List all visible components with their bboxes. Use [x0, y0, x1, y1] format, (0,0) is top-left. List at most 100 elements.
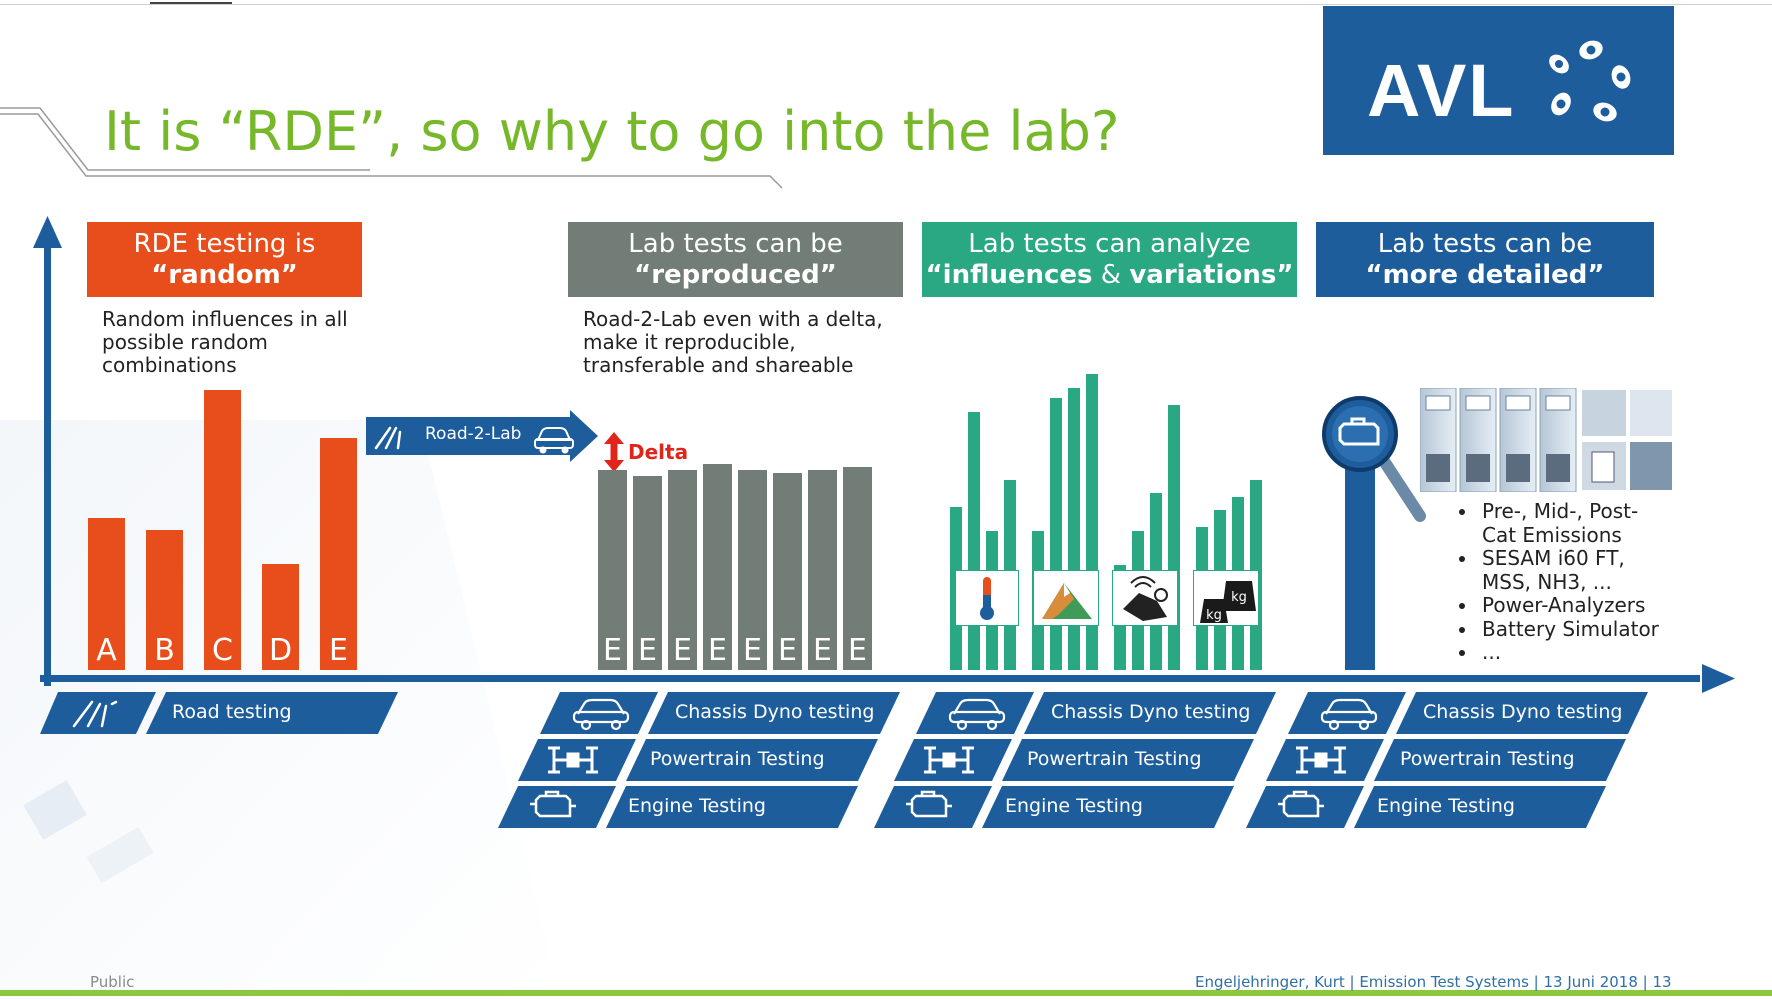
header-influences-amp: &: [1092, 260, 1130, 290]
chassis-dyno-icon: [1320, 698, 1378, 731]
influence-bar: [1068, 388, 1080, 670]
avl-logo-mark-icon: [1549, 40, 1631, 122]
testbeds-influences: [874, 692, 1276, 828]
avl-logo: AVL: [1323, 6, 1674, 155]
description-reproduced: Road-2-Lab even with a delta, make it re…: [583, 308, 883, 377]
engine-icon: [530, 790, 576, 818]
bullet-sesam: SESAM i60 FT, MSS, NH3, ...: [1478, 546, 1637, 594]
header-reproduced-line1: Lab tests can be: [628, 229, 843, 259]
header-random-line2: “random”: [151, 260, 298, 290]
road-icon: [72, 700, 118, 728]
header-detailed: Lab tests can be “more detailed”: [1316, 222, 1654, 297]
powertrain-label: Powertrain Testing: [1400, 748, 1575, 770]
lab-bar-label: E: [813, 633, 832, 668]
powertrain-label: Powertrain Testing: [1027, 748, 1202, 770]
chassis-dyno-icon: [572, 698, 630, 731]
lab-bar: E: [738, 470, 767, 670]
lab-bar: E: [703, 464, 732, 670]
bullet-battery-simulator: Battery Simulator: [1478, 617, 1667, 642]
testbeds-detailed: [1246, 692, 1648, 828]
chassis-dyno-label: Chassis Dyno testing: [1423, 701, 1623, 723]
thermometer-icon: [955, 570, 1019, 626]
header-reproduced: Lab tests can be “reproduced”: [568, 222, 903, 297]
road2lab-arrow: [366, 410, 598, 462]
powertrain-label: Powertrain Testing: [650, 748, 825, 770]
description-random-line: Random influences in all: [102, 307, 348, 331]
driver-icon: [1112, 570, 1178, 626]
lab-bar-label: E: [778, 633, 797, 668]
lab-bar-label: E: [638, 633, 657, 668]
lab-bar-label: E: [708, 633, 727, 668]
chassis-dyno-label: Chassis Dyno testing: [1051, 701, 1251, 723]
lab-bar: E: [633, 476, 662, 670]
car-icon: [534, 427, 574, 454]
delta-label: Delta: [628, 440, 689, 464]
description-reproduced-line: transferable and shareable: [583, 353, 854, 377]
road2lab-label: Road-2-Lab: [425, 424, 522, 444]
lab-bar-label: E: [743, 633, 762, 668]
altitude-icon: [1033, 570, 1099, 626]
page-title: It is “RDE”, so why to go into the lab?: [104, 100, 1120, 163]
equipment-small-photos: [1582, 390, 1672, 490]
detail-bullet-list: Pre-, Mid-, Post-Cat Emissions SESAM i60…: [1452, 499, 1667, 665]
footer-classification: Public: [90, 973, 135, 991]
rde-bar-label: A: [96, 633, 117, 668]
bullet-more: ...: [1478, 640, 1667, 665]
svg-text:kg: kg: [1206, 608, 1222, 623]
testbeds-reproduced: [498, 692, 900, 828]
svg-text:kg: kg: [1231, 590, 1247, 605]
avl-logo-text: AVL: [1367, 49, 1516, 132]
horizontal-axis: [40, 664, 1735, 693]
footer-info: Engeljehringer, Kurt | Emission Test Sys…: [1195, 973, 1672, 991]
header-influences-word2: variations”: [1129, 260, 1294, 290]
header-detailed-line2: “more detailed”: [1365, 260, 1605, 290]
rde-bar-label: E: [329, 633, 348, 668]
analyzer-cabinet-photo: [1420, 388, 1577, 492]
magnifier-icon: [1322, 396, 1426, 670]
rde-bar-label: C: [212, 633, 233, 668]
vertical-axis: [33, 216, 62, 686]
lab-bar: E: [668, 470, 697, 670]
description-random: Random influences in all possible random…: [102, 308, 348, 377]
header-detailed-line1: Lab tests can be: [1377, 229, 1593, 259]
header-influences: Lab tests can analyze “influences & vari…: [922, 222, 1297, 297]
rde-bar-label: D: [268, 633, 293, 668]
header-random-line1: RDE testing is: [133, 229, 316, 259]
bullet-cat-emissions: Pre-, Mid-, Post-Cat Emissions: [1478, 499, 1667, 547]
rde-bar: C: [204, 390, 241, 670]
lab-bar: E: [598, 470, 627, 670]
header-influences-line2: “influences & variations”: [922, 260, 1297, 291]
rde-bar: E: [320, 438, 357, 670]
header-influences-line1: Lab tests can analyze: [968, 229, 1251, 259]
chassis-dyno-label: Chassis Dyno testing: [675, 701, 875, 723]
influence-bar: [1168, 405, 1180, 670]
lab-bar-label: E: [673, 633, 692, 668]
lab-bar-label: E: [603, 633, 622, 668]
chassis-dyno-icon: [948, 698, 1006, 731]
rde-bar-label: B: [154, 633, 175, 668]
bullet-power-analyzers: Power-Analyzers: [1478, 593, 1667, 618]
lab-bar: E: [773, 473, 802, 670]
lab-bar: E: [843, 467, 872, 670]
rde-bar: D: [262, 564, 299, 670]
delta-arrow-icon: [604, 432, 624, 472]
influence-bar: [1050, 398, 1062, 670]
engine-icon: [1338, 417, 1380, 446]
header-influences-word1: “influences: [925, 260, 1093, 290]
engine-icon: [906, 790, 952, 818]
road-testing-bed: [40, 692, 398, 734]
powertrain-icon: [1296, 746, 1346, 774]
engine-label: Engine Testing: [628, 795, 766, 817]
powertrain-icon: [548, 746, 598, 774]
powertrain-icon: [924, 746, 974, 774]
rde-bar: A: [88, 518, 125, 670]
road-testing-label: Road testing: [172, 701, 292, 723]
description-random-line: possible random: [102, 330, 268, 354]
description-random-line: combinations: [102, 353, 237, 377]
description-reproduced-line: make it reproducible,: [583, 330, 796, 354]
title-decoration: [0, 107, 783, 189]
engine-label: Engine Testing: [1005, 795, 1143, 817]
